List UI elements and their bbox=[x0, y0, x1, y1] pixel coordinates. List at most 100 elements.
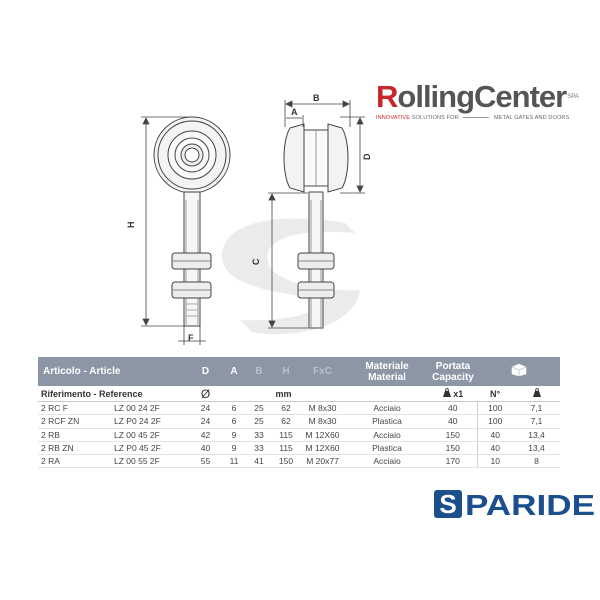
dim-d bbox=[340, 116, 365, 194]
cell-material: Acciaio bbox=[345, 454, 430, 469]
header-capacity: Portata Capacity bbox=[429, 357, 478, 386]
rolling-center-logo: RollingCenterSPA INNOVATIVE SOLUTIONS FO… bbox=[376, 79, 591, 121]
cell-ref: LZ P0 24 2F bbox=[111, 414, 190, 429]
weight-icon bbox=[442, 388, 451, 397]
cell-b: 25 bbox=[246, 401, 273, 416]
weight-icon bbox=[532, 388, 541, 397]
cell-capacity: 40 bbox=[429, 401, 478, 416]
cell-weight: 8 bbox=[513, 454, 561, 469]
subheader-capacity-unit: x1 bbox=[429, 386, 478, 402]
logo-wordmark: RollingCenterSPA bbox=[376, 79, 591, 114]
subheader-diameter-symbol: Ø bbox=[189, 386, 223, 402]
cell-n: 40 bbox=[476, 428, 514, 442]
cell-fxc: M 20x77 bbox=[300, 454, 346, 469]
cell-capacity: 150 bbox=[429, 428, 478, 442]
header-h: H bbox=[272, 357, 301, 386]
side-view bbox=[283, 123, 349, 329]
header-material: Materiale Material bbox=[345, 357, 430, 386]
cell-material: Plastica bbox=[345, 414, 430, 429]
logo-tagline-right: METAL GATES AND DOORS bbox=[494, 115, 570, 121]
cell-capacity: 40 bbox=[429, 414, 478, 429]
technical-drawing: H F A B C D bbox=[126, 93, 372, 345]
cell-h: 115 bbox=[272, 441, 301, 456]
table-header-row: Articolo - Article D A B H FxC Materiale… bbox=[38, 357, 561, 386]
header-article: Articolo - Article bbox=[38, 357, 190, 386]
cell-n: 10 bbox=[476, 454, 514, 469]
cell-h: 62 bbox=[272, 414, 301, 429]
subheader-reference: Riferimento - Reference bbox=[38, 386, 190, 402]
spec-table: Articolo - Article D A B H FxC Materiale… bbox=[38, 357, 561, 469]
logo-tagline: INNOVATIVE SOLUTIONS FOR METAL GATES AND… bbox=[376, 115, 591, 121]
front-view bbox=[153, 116, 231, 327]
paride-logo: S PARIDE bbox=[434, 489, 595, 522]
dim-h bbox=[141, 116, 190, 327]
cell-fxc: M 12X60 bbox=[300, 441, 346, 456]
cell-a: 9 bbox=[222, 428, 247, 442]
paride-mark bbox=[434, 490, 462, 518]
subheader-mm: mm bbox=[222, 386, 346, 402]
cell-a: 11 bbox=[222, 454, 247, 469]
cell-n: 40 bbox=[476, 441, 514, 456]
cell-n: 100 bbox=[476, 401, 514, 416]
cell-d: 24 bbox=[189, 401, 223, 416]
watermark-swoosh bbox=[221, 218, 360, 335]
cell-material: Plastica bbox=[345, 441, 430, 456]
cell-capacity: 170 bbox=[429, 454, 478, 469]
cell-capacity: 150 bbox=[429, 441, 478, 456]
cell-d: 40 bbox=[189, 441, 223, 456]
cell-ref: LZ 00 45 2F bbox=[111, 428, 190, 442]
cell-weight: 13,4 bbox=[513, 441, 561, 456]
table-subheader-row: Riferimento - Reference Ø mm x1 N° bbox=[38, 386, 561, 402]
dim-label-f: F bbox=[188, 333, 194, 343]
cell-article: 2 RA bbox=[38, 454, 111, 469]
cell-d: 55 bbox=[189, 454, 223, 469]
cell-b: 33 bbox=[246, 428, 273, 442]
cell-b: 25 bbox=[246, 414, 273, 429]
dim-label-h: H bbox=[126, 222, 136, 229]
cell-weight: 7,1 bbox=[513, 401, 561, 416]
dim-a-b bbox=[284, 100, 351, 127]
paride-wordmark: PARIDE bbox=[465, 490, 595, 522]
cell-fxc: M 12X60 bbox=[300, 428, 346, 442]
header-package bbox=[477, 357, 561, 386]
header-fxc: FxC bbox=[300, 357, 346, 386]
cell-h: 150 bbox=[272, 454, 301, 469]
cell-article: 2 RC F bbox=[38, 401, 111, 416]
cell-b: 41 bbox=[246, 454, 273, 469]
cell-ref: LZ 00 55 2F bbox=[111, 454, 190, 469]
logo-word-rolling: olling bbox=[397, 79, 475, 114]
logo-word-center: Center bbox=[474, 79, 567, 114]
cell-d: 24 bbox=[189, 414, 223, 429]
cell-material: Acciaio bbox=[345, 401, 430, 416]
subheader-number: N° bbox=[477, 386, 514, 402]
cell-weight: 13,4 bbox=[513, 428, 561, 442]
cell-a: 6 bbox=[222, 401, 247, 416]
paride-letter-s: S bbox=[439, 489, 456, 519]
cell-fxc: M 8x30 bbox=[300, 401, 346, 416]
dim-label-d: D bbox=[362, 153, 372, 160]
logo-suffix: SPA bbox=[567, 94, 579, 100]
dim-f bbox=[178, 326, 206, 345]
header-a: A bbox=[222, 357, 247, 386]
box-icon bbox=[511, 363, 526, 377]
cell-article: 2 RCF ZN bbox=[38, 414, 111, 429]
cell-h: 62 bbox=[272, 401, 301, 416]
dim-label-a: A bbox=[291, 107, 298, 117]
dim-label-b: B bbox=[313, 93, 320, 103]
cell-a: 6 bbox=[222, 414, 247, 429]
cell-article: 2 RB ZN bbox=[38, 441, 111, 456]
cell-a: 9 bbox=[222, 441, 247, 456]
logo-tagline-red: INNOVATIVE bbox=[376, 115, 411, 121]
cell-b: 33 bbox=[246, 441, 273, 456]
subheader-weight bbox=[513, 386, 561, 402]
cell-h: 115 bbox=[272, 428, 301, 442]
cell-ref: LZ P0 45 2F bbox=[111, 441, 190, 456]
header-b: B bbox=[246, 357, 273, 386]
cell-article: 2 RB bbox=[38, 428, 111, 442]
logo-letter-r: R bbox=[376, 79, 398, 114]
